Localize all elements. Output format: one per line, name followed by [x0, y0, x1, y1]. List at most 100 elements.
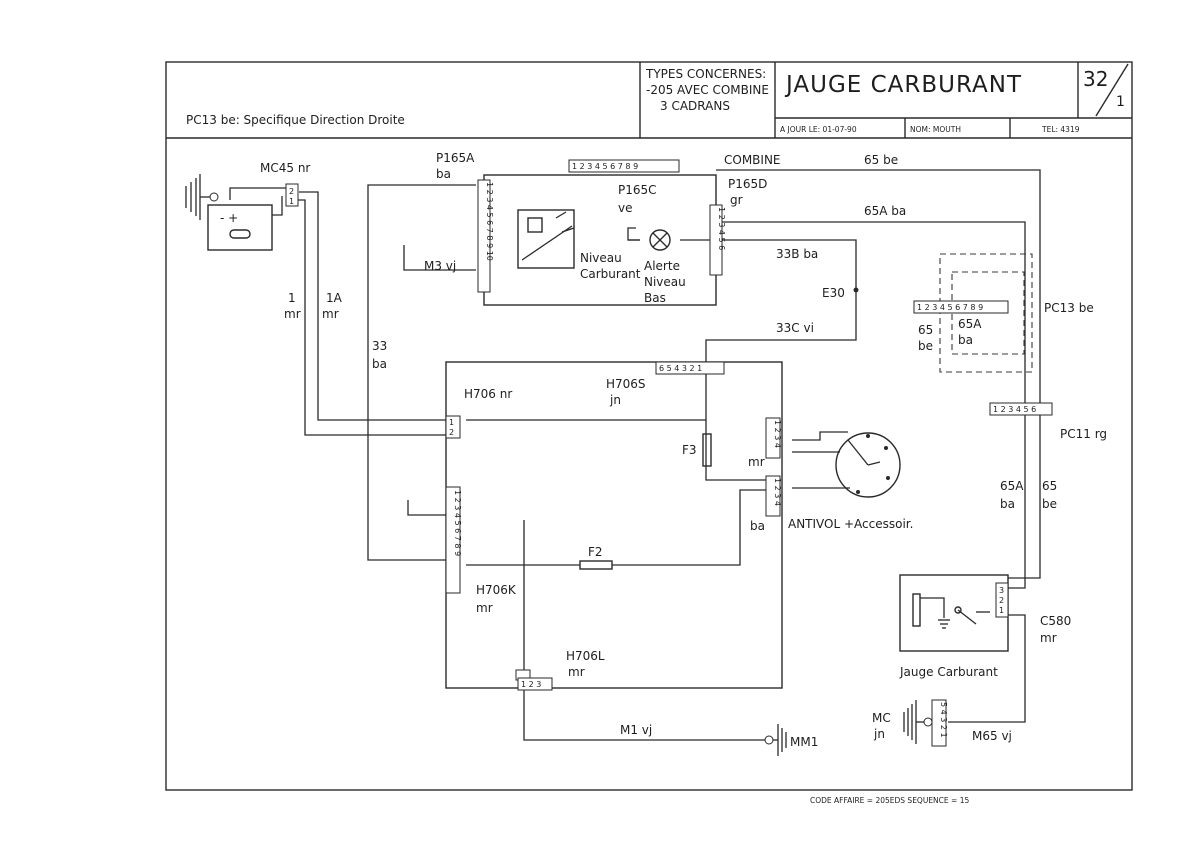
wires — [229, 169, 1041, 741]
label-p165d: P165D — [728, 177, 767, 191]
svg-text:- +: - + — [220, 211, 238, 225]
label-mc: MC — [872, 711, 891, 725]
label-h706: H706 nr — [464, 387, 512, 401]
label-pc13: PC13 be — [1044, 301, 1094, 315]
label-wire-33: 33 — [372, 339, 387, 353]
svg-text:1 2 3 4: 1 2 3 4 — [773, 420, 782, 448]
label-wire-m1-vj: M1 vj — [620, 723, 652, 737]
h706-connector: 1 2 — [445, 415, 461, 439]
pc13-connector: 1 2 3 4 5 6 7 8 9 — [913, 300, 1009, 314]
phone-number: TEL: 4319 — [1041, 125, 1080, 134]
antivol-connector-upper: 1 2 3 4 — [765, 417, 782, 459]
h706s-connector: 6 5 4 3 2 1 — [655, 361, 725, 375]
antivol-connector-lower: 1 2 3 4 — [765, 475, 782, 517]
pc11-connector: 1 2 3 4 5 6 — [989, 402, 1053, 416]
svg-text:1 2 3: 1 2 3 — [521, 680, 541, 689]
low-fuel-lamp-icon — [627, 227, 671, 251]
label-wire-m65-vj: M65 vj — [972, 729, 1012, 743]
fuel-sender-icon — [899, 574, 1009, 652]
combine-connector: 1 2 3 4 5 6 7 8 9 — [568, 159, 680, 173]
svg-text:3: 3 — [999, 586, 1004, 595]
label-f3: F3 — [682, 443, 697, 457]
svg-text:1: 1 — [449, 418, 454, 427]
mc-ground-icon — [903, 700, 933, 744]
label-pc13-65a: 65A — [958, 317, 982, 331]
label-alerte-1: Alerte — [644, 259, 680, 273]
svg-text:5 4 3 2 1: 5 4 3 2 1 — [939, 702, 948, 738]
wire-m65-vj — [948, 614, 1026, 723]
header-note: PC13 be: Specifique Direction Droite — [186, 113, 405, 127]
wire-33-ba — [367, 184, 476, 561]
types-line-3: 3 CADRANS — [660, 99, 730, 113]
svg-text:6 5 4 3 2 1: 6 5 4 3 2 1 — [659, 364, 702, 373]
mc45-connector: 2 1 — [285, 183, 299, 207]
svg-text:1 2 3 4 5 6 7 8 9: 1 2 3 4 5 6 7 8 9 — [917, 303, 983, 312]
label-h706s-color: jn — [609, 393, 621, 407]
label-p165c-color: ve — [618, 201, 632, 215]
f3-fuse — [702, 433, 712, 467]
label-p165c: P165C — [618, 183, 657, 197]
label-mm1: MM1 — [790, 735, 818, 749]
label-wire-65a-ba: 65A ba — [864, 204, 906, 218]
label-pc13-be: be — [918, 339, 933, 353]
label-p165a: P165A — [436, 151, 475, 165]
wire-33b-ba — [705, 239, 857, 365]
svg-text:1 2 3 4 5 6: 1 2 3 4 5 6 — [993, 405, 1036, 414]
label-mc-color: jn — [873, 727, 885, 741]
label-wire-1a: 1A — [326, 291, 343, 305]
sheet-number: 32 — [1083, 67, 1108, 91]
label-pc13-ba: ba — [958, 333, 973, 347]
svg-text:1 2 3 4 5 6 7 8 9: 1 2 3 4 5 6 7 8 9 — [453, 490, 462, 556]
label-wire-65-right: 65 — [1042, 479, 1057, 493]
wire-f2-right — [612, 489, 770, 566]
label-antivol: ANTIVOL +Accessoir. — [788, 517, 913, 531]
label-c580-color: mr — [1040, 631, 1057, 645]
p165a-connector: 1 2 3 4 5 6 7 8 9 10 — [477, 179, 494, 293]
label-m3: M3 vj — [424, 259, 456, 273]
svg-text:2: 2 — [289, 187, 294, 196]
footer-code: CODE AFFAIRE = 205EDS SEQUENCE = 15 — [810, 796, 969, 805]
sheet-sub-number: 1 — [1116, 94, 1125, 110]
label-h706s: H706S — [606, 377, 646, 391]
p165d-connector: 1 2 3 4 5 6 — [709, 204, 726, 276]
label-wire-1: 1 — [288, 291, 296, 305]
wire-battery-mc45 — [229, 187, 288, 200]
svg-text:1 2 3 4 5 6: 1 2 3 4 5 6 — [717, 207, 726, 250]
wire-33-branch — [407, 500, 446, 516]
label-pc11: PC11 rg — [1060, 427, 1107, 441]
mm1-ground-icon — [764, 724, 787, 756]
ignition-switch-icon — [835, 432, 901, 498]
svg-text:2: 2 — [999, 596, 1004, 605]
label-wire-33c-vi: 33C vi — [776, 321, 814, 335]
label-alerte-2: Niveau — [644, 275, 686, 289]
wire-1-mr — [294, 199, 446, 436]
label-f2: F2 — [588, 545, 603, 559]
author-name: NOM: MOUTH — [910, 125, 961, 134]
label-h706k: H706K — [476, 583, 517, 597]
diagram-title: JAUGE CARBURANT — [784, 72, 1022, 98]
label-h706l-color: mr — [568, 665, 585, 679]
label-e30: E30 — [822, 286, 845, 300]
fuse-box-outline — [445, 361, 783, 689]
battery-icon: - + — [207, 204, 273, 251]
sheet-frame — [165, 61, 1133, 791]
wire-battery-plus — [272, 196, 283, 216]
fuel-gauge-icon — [517, 209, 575, 269]
types-line-2: -205 AVEC COMBINE — [646, 83, 769, 97]
label-mr-middle: mr — [748, 455, 765, 469]
e30-splice — [853, 287, 859, 293]
label-antivol-color: ba — [750, 519, 765, 533]
battery-ground-icon — [185, 174, 219, 220]
label-p165a-color: ba — [436, 167, 451, 181]
label-wire-65a-right-color: ba — [1000, 497, 1015, 511]
svg-text:1 2 3 4 5 6 7 8 9: 1 2 3 4 5 6 7 8 9 — [572, 162, 638, 171]
labels: MC45 nr P165A ba COMBINE P165C ve P165D … — [260, 151, 1107, 749]
svg-text:2: 2 — [449, 428, 454, 437]
label-wire-33b-ba: 33B ba — [776, 247, 818, 261]
svg-text:1 2 3 4 5 6 7 8 9 10: 1 2 3 4 5 6 7 8 9 10 — [485, 182, 494, 261]
label-wire-65-be: 65 be — [864, 153, 898, 167]
svg-text:1: 1 — [289, 197, 294, 206]
label-wire-65-right-color: be — [1042, 497, 1057, 511]
label-combine: COMBINE — [724, 153, 781, 167]
